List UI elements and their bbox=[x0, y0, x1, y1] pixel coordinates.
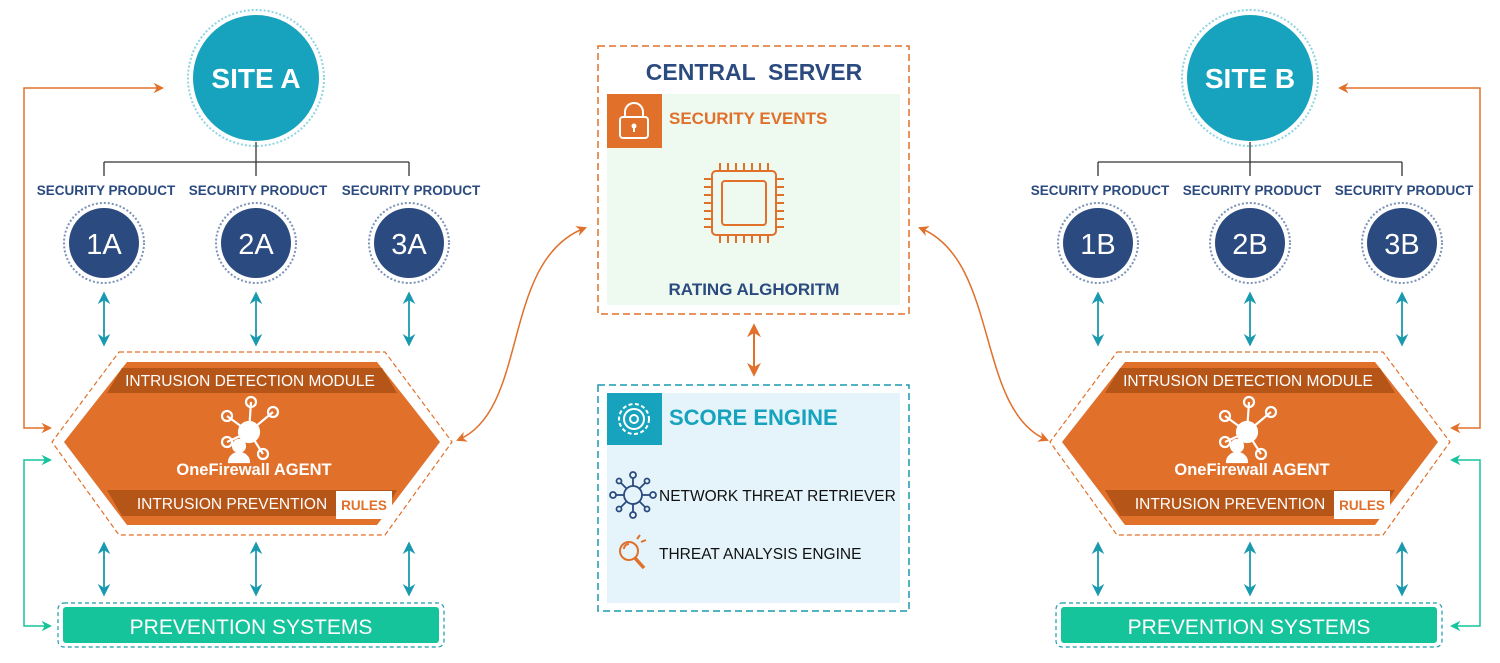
security-product-id: 1B bbox=[1080, 229, 1115, 261]
intrusion-detection-label: INTRUSION DETECTION MODULE bbox=[125, 373, 375, 390]
magnifier-icon bbox=[619, 534, 647, 570]
security-product-id: 2B bbox=[1232, 229, 1267, 261]
site-b-security-product: SECURITY PRODUCT 1B bbox=[1031, 183, 1170, 597]
site-a-group: SITE A SECURITY PRODUCT 1A SECURITY PRODUCT… bbox=[23, 9, 587, 648]
security-product-id: 3B bbox=[1384, 229, 1419, 261]
site-a-feedback-lines bbox=[23, 82, 587, 632]
site-b-feedback-lines bbox=[918, 82, 1481, 632]
detection-module-band bbox=[1105, 368, 1395, 393]
site-a-prevention-systems: PREVENTION SYSTEMS bbox=[57, 602, 445, 648]
site-b-prevention-systems: PREVENTION SYSTEMS bbox=[1055, 602, 1443, 648]
agent-network-icon bbox=[1218, 395, 1278, 464]
lock-icon bbox=[607, 94, 662, 148]
site-b-security-product: SECURITY PRODUCT 2B bbox=[1183, 183, 1322, 597]
security-product-id: 2A bbox=[238, 229, 274, 261]
central-server: CENTRAL SERVER SECURITY EVENTS RATING AL… bbox=[597, 45, 910, 315]
threat-analysis-engine-label: THREAT ANALYSIS ENGINE bbox=[659, 546, 861, 563]
agent-name: OneFirewall AGENT bbox=[176, 461, 331, 479]
site-a-title: SITE A bbox=[211, 63, 300, 94]
detection-module-band bbox=[107, 368, 397, 393]
gear-icon bbox=[607, 393, 662, 445]
score-engine-title: SCORE ENGINE bbox=[669, 405, 838, 430]
site-b-onefirewall-agent: INTRUSION DETECTION MODULE INTRUSION PREV… bbox=[1049, 351, 1451, 536]
security-product-id: 1A bbox=[86, 229, 122, 261]
rating-algorithm-label: RATING ALGHORITM bbox=[669, 280, 840, 299]
site-a-security-product: SECURITY PRODUCT 3A bbox=[342, 183, 481, 597]
agent-network-icon bbox=[220, 395, 280, 464]
security-product-id: 3A bbox=[391, 229, 427, 261]
site-b-title: SITE B bbox=[1205, 63, 1295, 94]
agent-name: OneFirewall AGENT bbox=[1174, 461, 1329, 479]
rules-badge bbox=[1334, 491, 1390, 519]
prevention-band bbox=[1105, 490, 1395, 516]
prevention-band bbox=[107, 490, 397, 516]
site-a-tree-connector bbox=[103, 142, 410, 176]
security-product-caption: SECURITY PRODUCT bbox=[189, 183, 328, 198]
prevention-systems-label: PREVENTION SYSTEMS bbox=[1128, 616, 1371, 639]
site-a-node: SITE A bbox=[187, 9, 325, 147]
security-product-caption: SECURITY PRODUCT bbox=[342, 183, 481, 198]
intrusion-detection-label: INTRUSION DETECTION MODULE bbox=[1123, 373, 1373, 390]
security-product-caption: SECURITY PRODUCT bbox=[1183, 183, 1322, 198]
rules-badge bbox=[336, 491, 392, 519]
chip-icon bbox=[704, 163, 784, 243]
rules-label: RULES bbox=[341, 498, 387, 513]
site-b-node: SITE B bbox=[1181, 9, 1319, 147]
site-a-security-product: SECURITY PRODUCT 2A bbox=[189, 183, 328, 597]
security-product-caption: SECURITY PRODUCT bbox=[1031, 183, 1170, 198]
site-b-tree-connector bbox=[1097, 142, 1403, 176]
site-a-onefirewall-agent: INTRUSION DETECTION MODULE INTRUSION PREV… bbox=[51, 351, 453, 536]
security-product-caption: SECURITY PRODUCT bbox=[37, 183, 176, 198]
security-product-caption: SECURITY PRODUCT bbox=[1335, 183, 1474, 198]
intrusion-prevention-label: INTRUSION PREVENTION bbox=[137, 496, 327, 513]
security-events-label: SECURITY EVENTS bbox=[669, 109, 827, 128]
network-icon bbox=[609, 471, 657, 519]
rules-label: RULES bbox=[1339, 498, 1385, 513]
network-threat-retriever-label: NETWORK THREAT RETRIEVER bbox=[659, 488, 896, 505]
score-engine: SCORE ENGINE NETWORK THREAT RETRIEVER TH… bbox=[597, 384, 910, 612]
prevention-systems-label: PREVENTION SYSTEMS bbox=[130, 616, 373, 639]
intrusion-prevention-label: INTRUSION PREVENTION bbox=[1135, 496, 1325, 513]
central-server-title: CENTRAL SERVER bbox=[646, 59, 863, 85]
